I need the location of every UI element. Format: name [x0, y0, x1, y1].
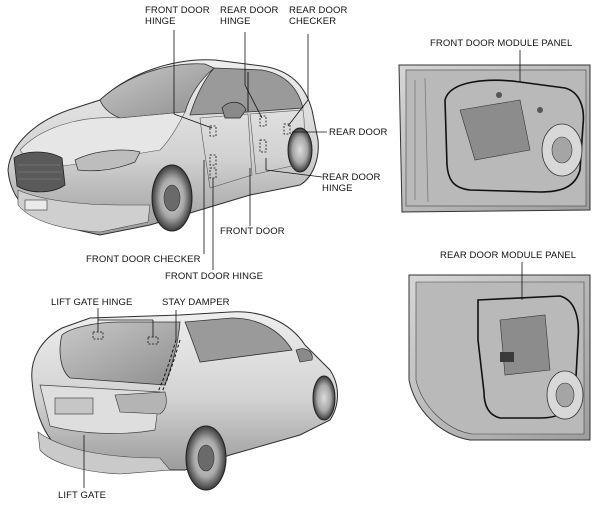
label-line: REAR DOOR — [289, 5, 348, 16]
hatch-rear-window — [59, 321, 181, 386]
sedan-rear-wheel — [287, 127, 313, 173]
hatch-tail-lamp — [114, 391, 167, 415]
hatchback-rear-view — [31, 311, 338, 491]
sedan-headlight — [74, 149, 141, 172]
label-stay-damper: STAY DAMPER — [162, 297, 230, 308]
sedan-leader-lines — [173, 30, 327, 270]
label-line: REAR DOOR — [220, 5, 279, 16]
label-line: FRONT DOOR — [145, 5, 210, 16]
label-line: HINGE — [220, 16, 251, 27]
sedan-front-view — [7, 59, 319, 236]
hatch-front-wheel — [312, 375, 336, 421]
sedan-front-bumper — [17, 189, 151, 233]
sedan-side-mirror — [221, 101, 247, 119]
hatch-leader-lines — [83, 308, 177, 488]
label-line: REAR DOOR — [322, 172, 381, 183]
front-door-module-panel-outline — [444, 79, 585, 193]
rear-door-module-panel-view — [408, 262, 591, 441]
label-front-door-hinge-top: FRONT DOOR HINGE — [145, 5, 210, 27]
hatch-rear-bumper — [37, 431, 171, 475]
label-line: HINGE — [145, 16, 176, 27]
label-line: CHECKER — [289, 16, 337, 27]
label-rear-door-checker: REAR DOOR CHECKER — [289, 5, 347, 27]
sedan-windshield — [99, 63, 215, 119]
label-front-door-checker: FRONT DOOR CHECKER — [86, 254, 201, 265]
sedan-front-door-outline — [199, 113, 253, 189]
front-door-module-panel-view — [398, 50, 591, 213]
label-rear-door-hinge-top: REAR DOOR HINGE — [220, 5, 278, 27]
label-rear-door-module-panel: REAR DOOR MODULE PANEL — [440, 250, 577, 261]
label-front-door: FRONT DOOR — [220, 226, 285, 237]
sedan-side-windows — [189, 67, 304, 116]
label-front-door-hinge-bottom: FRONT DOOR HINGE — [165, 271, 264, 282]
label-rear-door-hinge-side: REAR DOOR HINGE — [322, 172, 380, 194]
label-rear-door: REAR DOOR — [329, 127, 388, 138]
label-line: HINGE — [322, 183, 353, 194]
hatch-side-windows — [184, 317, 293, 363]
label-lift-gate: LIFT GATE — [58, 490, 107, 501]
label-front-door-module-panel: FRONT DOOR MODULE PANEL — [430, 38, 573, 49]
label-lift-gate-hinge: LIFT GATE HINGE — [51, 297, 133, 308]
